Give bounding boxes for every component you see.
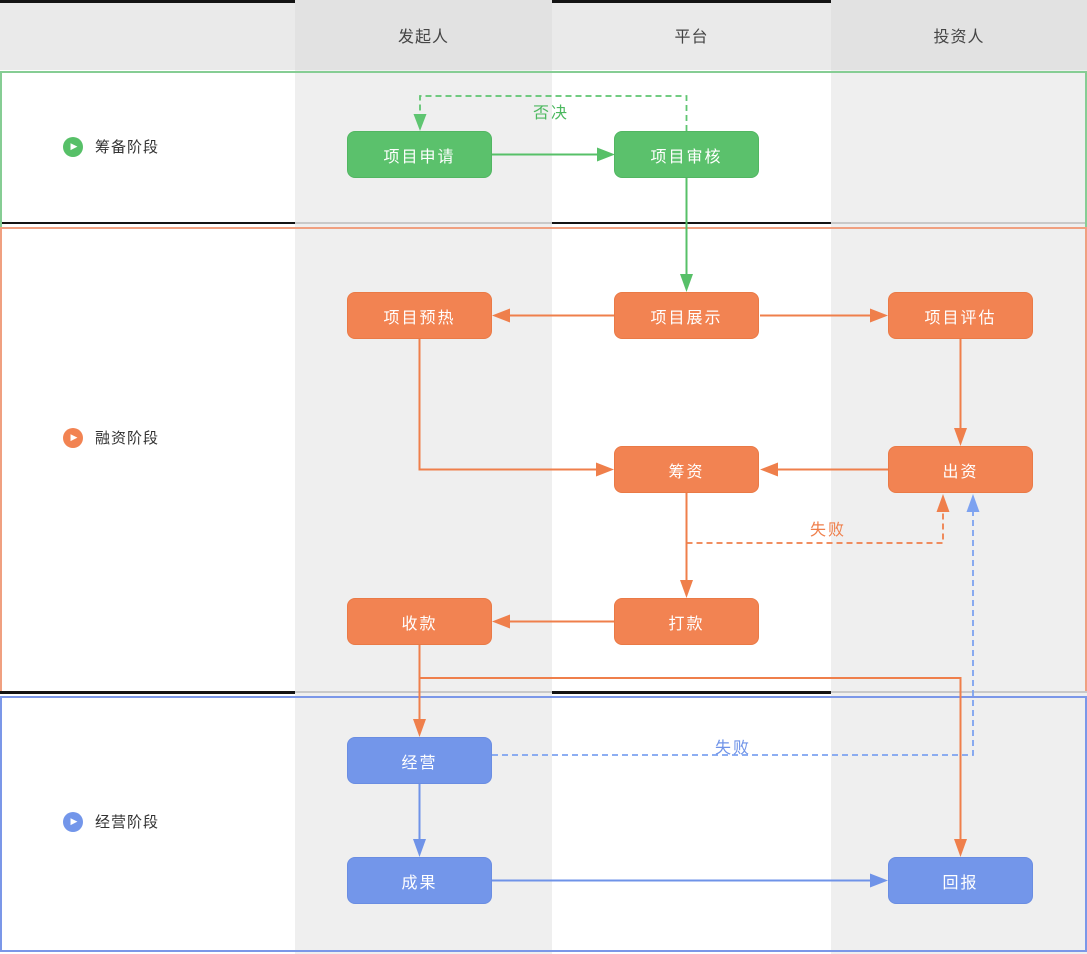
edge-fundraise-to-transfer [680,492,693,598]
phase-label-financing-text: 融资阶段 [95,430,160,447]
edge-preheat-to-fundraise [418,339,614,477]
preparation-left-border [0,71,2,227]
financing-section-top-border [0,227,1087,229]
edge-receive-to-returns [419,677,967,857]
lane-header-initiator-label: 发起人 [397,29,449,46]
edge-operate-to-results [413,783,426,857]
node-project-evaluate: 项目评估 [888,292,1033,339]
divider1-gray-segment-right [831,222,1087,224]
node-project-display: 项目展示 [614,292,759,339]
node-transfer-label: 打款 [668,615,705,633]
node-project-apply: 项目申请 [347,131,492,178]
divider1-black-segment-mid [552,222,831,224]
node-invest-label: 出资 [942,463,979,481]
edge-label-operate-fail: 失败 [714,740,751,757]
phase-label-preparation: ▶ 筹备阶段 [63,136,159,157]
divider2-gray-segment-right [831,691,1087,693]
lane-header-platform-label: 平台 [674,29,709,46]
edge-transfer-to-receive [492,614,614,629]
node-invest: 出资 [888,446,1033,493]
node-receive-label: 收款 [401,615,438,633]
edge-review-veto-apply [413,95,688,131]
operation-right-border [1085,696,1087,952]
play-icon: ▶ [63,136,83,157]
node-results-label: 成果 [401,874,438,892]
edge-display-to-evaluate [760,308,888,323]
phase-label-operation: ▶ 经营阶段 [63,811,159,832]
node-results: 成果 [347,857,492,904]
operation-left-border [0,696,2,952]
lane-header-initiator: 发起人 [295,0,552,70]
operation-section-bottom-border [0,950,1087,952]
lane-investor-background [831,70,1087,954]
phase-label-preparation-text: 筹备阶段 [95,139,160,156]
node-fundraise: 筹资 [614,446,759,493]
edge-results-to-returns [492,873,888,888]
node-project-preheat: 项目预热 [347,292,492,339]
lane-header-platform: 平台 [552,0,831,70]
phase-label-financing: ▶ 融资阶段 [63,427,159,448]
edge-review-to-display [680,178,693,292]
node-transfer: 打款 [614,598,759,645]
node-project-review-label: 项目审核 [650,148,723,166]
divider1-gray-segment-left [295,222,552,224]
preparation-right-border [1085,71,1087,227]
edge-display-to-preheat [492,308,614,323]
play-icon: ▶ [63,427,83,448]
lane-header-investor-label: 投资人 [933,29,985,46]
edge-receive-to-operate [413,645,426,737]
node-project-display-label: 项目展示 [650,309,723,327]
divider2-gray-segment-left [295,691,552,693]
divider2-black-segment-left [0,691,295,694]
node-operate-label: 经营 [401,754,438,772]
node-returns-label: 回报 [942,874,979,892]
preparation-section-top-border [0,71,1087,73]
node-fundraise-label: 筹资 [668,463,705,481]
operation-section-top-border [0,696,1087,698]
edge-evaluate-to-invest [954,339,967,446]
top-border-left-segment [0,0,295,3]
lane-header-investor: 投资人 [831,0,1087,70]
divider2-black-segment-mid [552,691,831,694]
node-project-review: 项目审核 [614,131,759,178]
edge-fundraise-fail-to-invest [686,494,950,544]
edge-label-fundraise-fail: 失败 [809,522,846,539]
node-project-apply-label: 项目申请 [383,148,456,166]
phase-label-operation-text: 经营阶段 [95,814,160,831]
edge-apply-to-review [492,147,615,162]
play-icon: ▶ [63,811,83,832]
node-returns: 回报 [888,857,1033,904]
top-border-platform-segment [552,0,831,3]
lane-initiator-background [295,70,552,954]
node-operate: 经营 [347,737,492,784]
node-project-preheat-label: 项目预热 [383,309,456,327]
financing-right-border [1085,227,1087,691]
edge-label-veto: 否决 [532,105,569,122]
node-receive: 收款 [347,598,492,645]
node-project-evaluate-label: 项目评估 [924,309,997,327]
edge-operate-fail-to-invest [492,494,980,756]
divider1-black-segment-left [0,222,295,224]
lane-header-row: 发起人 平台 投资人 [0,0,1087,70]
edge-invest-to-fundraise [760,462,888,477]
financing-left-border [0,227,2,691]
